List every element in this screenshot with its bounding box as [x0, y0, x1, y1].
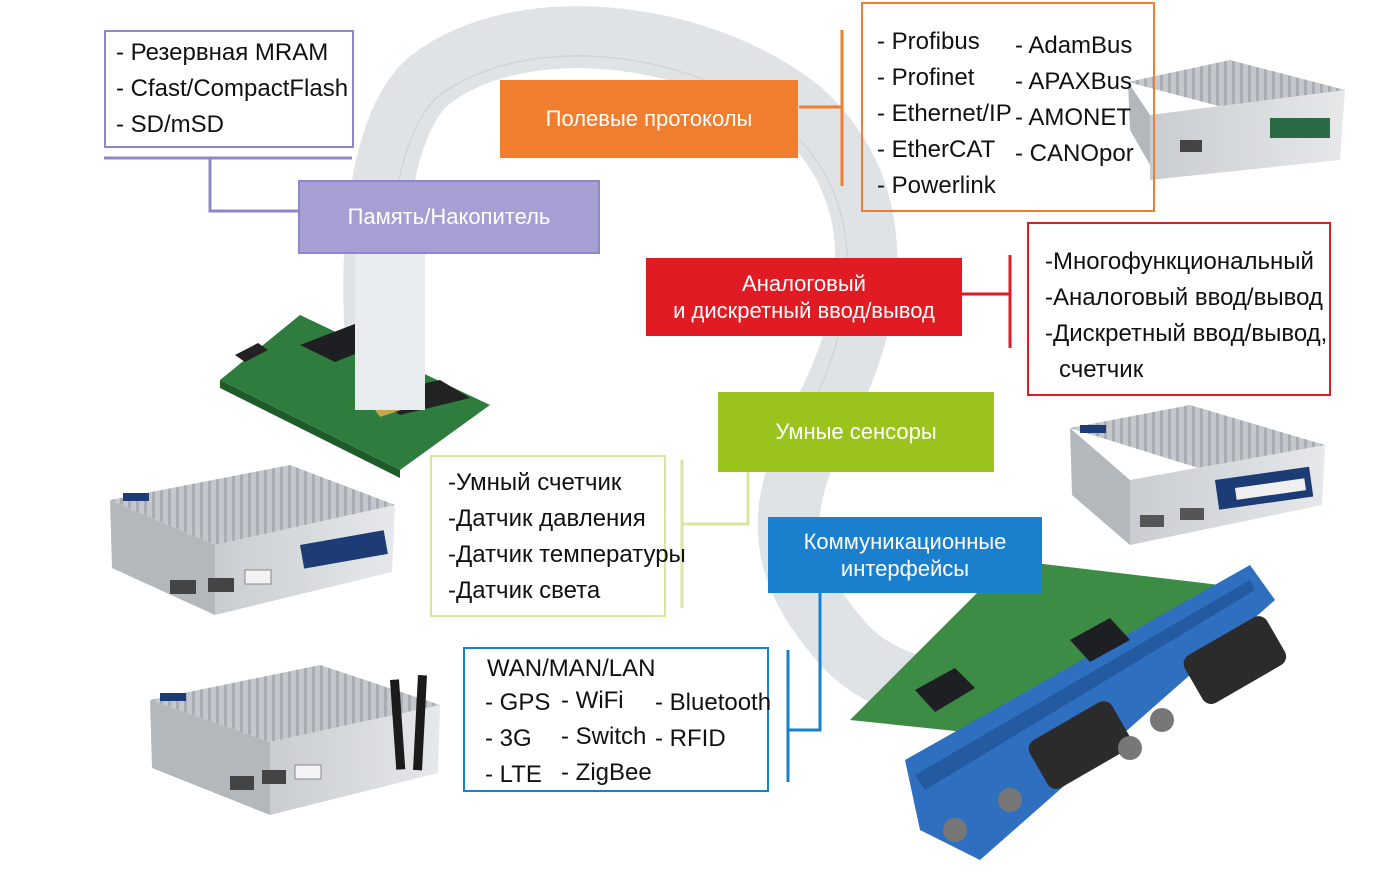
smart-sensor-item: -Датчик света — [448, 577, 601, 604]
comm-item: - RFID — [655, 725, 726, 752]
serial-communication-card — [850, 560, 1287, 860]
fieldbus-item: - AdamBus — [1015, 32, 1133, 59]
comm-item: - Bluetooth — [655, 689, 772, 716]
fieldbus-item: - Profibus — [877, 28, 980, 55]
analog-io-item: -Многофункциональный — [1045, 248, 1314, 275]
analog-io-label: Аналоговый и дискретный ввод/вывод — [646, 258, 962, 336]
storage-label: Память/Накопитель — [298, 180, 600, 254]
comm-interfaces-items-box: WAN/MAN/LAN - GPS - 3G - LTE - WiFi - Sw… — [463, 647, 772, 792]
controller-unit-left — [110, 465, 395, 615]
comm-interfaces-label-line1: Коммуникационные — [803, 528, 1007, 554]
fieldbus-item: - AMONET — [1015, 104, 1132, 131]
fieldbus-item: - Powerlink — [877, 172, 996, 199]
wireless-controller-unit — [150, 665, 440, 815]
smart-sensor-item: -Датчик температуры — [448, 541, 686, 568]
storage-item: - SD/mSD — [116, 111, 224, 138]
analog-io-item: -Аналоговый ввод/вывод — [1045, 284, 1323, 311]
smart-sensor-item: -Датчик давления — [448, 505, 646, 532]
storage-label-text: Память/Накопитель — [347, 204, 551, 230]
comm-item: - WiFi — [561, 687, 624, 714]
smart-sensors-items-box: -Умный счетчик -Датчик давления -Датчик … — [430, 455, 686, 617]
comm-interfaces-label: Коммуникационные интерфейсы — [768, 517, 1042, 593]
storage-items-box: - Резервная MRAM - Cfast/CompactFlash - … — [104, 30, 354, 148]
fieldbus-item: - CANOpor — [1015, 140, 1134, 167]
comm-item: - Switch — [561, 723, 647, 750]
analog-io-label-line1: Аналоговый — [742, 270, 866, 296]
smart-sensors-label: Умные сенсоры — [718, 392, 994, 472]
comm-item: - LTE — [485, 761, 542, 788]
fieldbus-item: - Ethernet/IP — [877, 100, 1012, 127]
smart-sensor-item: -Умный счетчик — [448, 469, 622, 496]
comm-header: WAN/MAN/LAN — [487, 655, 656, 682]
fieldbus-items-box: - Profibus - Profinet - Ethernet/IP - Et… — [861, 2, 1155, 212]
fieldbus-item: - EtherCAT — [877, 136, 996, 163]
storage-item: - Резервная MRAM — [116, 39, 329, 66]
fieldbus-item: - Profinet — [877, 64, 975, 91]
connector-lines — [104, 30, 1012, 782]
smart-sensors-label-text: Умные сенсоры — [775, 419, 937, 445]
comm-item: - 3G — [485, 725, 532, 752]
fieldbus-item: - APAXBus — [1015, 68, 1132, 95]
controller-unit-right — [1070, 405, 1325, 545]
storage-item: - Cfast/CompactFlash — [116, 75, 349, 102]
mini-pcie-card — [220, 250, 490, 478]
analog-io-label-line2: и дискретный ввод/вывод — [673, 298, 935, 323]
controller-unit-top-right — [1128, 60, 1345, 180]
comm-interfaces-label-line2: интерфейсы — [840, 556, 970, 581]
fieldbus-label-text: Полевые протоколы — [545, 106, 753, 132]
comm-item: - ZigBee — [561, 759, 652, 786]
analog-io-item: счетчик — [1059, 356, 1144, 383]
comm-item: - GPS — [485, 689, 551, 716]
analog-io-item: -Дискретный ввод/вывод, — [1045, 320, 1328, 347]
analog-io-items-box: -Многофункциональный -Аналоговый ввод/вы… — [1027, 222, 1331, 396]
fieldbus-label: Полевые протоколы — [500, 80, 798, 158]
